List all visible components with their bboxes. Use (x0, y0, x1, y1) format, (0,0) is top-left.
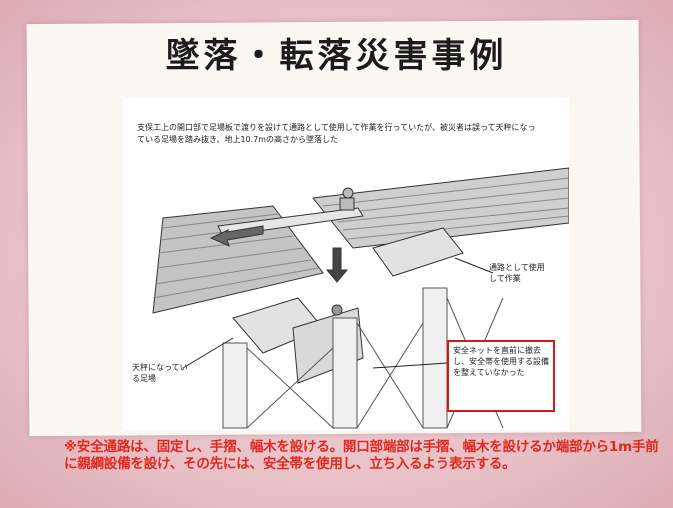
accident-illustration (123, 98, 569, 430)
callout-passage: 通路として使用して作業 (489, 263, 545, 283)
deck-left (152, 205, 324, 314)
figure-caption: 支保工上の開口部で足場板で渡りを設けて通路として使用して作業を行っていたが、被災… (137, 123, 536, 144)
fall-arrow-left (209, 225, 264, 247)
scaffold-drawing (152, 167, 569, 429)
callout-ceiling-scaffold: 天秤になっている足場 (132, 363, 188, 383)
deck-upper-right (312, 167, 569, 249)
callout-safety-net: 安全ネットを直前に撤去し、安全帯を使用する設備を整えていなかった (447, 340, 555, 412)
fall-arrow-down (325, 247, 349, 283)
beam-right (372, 227, 464, 277)
safety-note: ※安全通路は、固定し、手摺、幅木を設ける。開口部端部は手摺、幅木を設けるか端部か… (64, 439, 659, 472)
slide-title: 墜落・転落災害事例 (165, 36, 508, 76)
